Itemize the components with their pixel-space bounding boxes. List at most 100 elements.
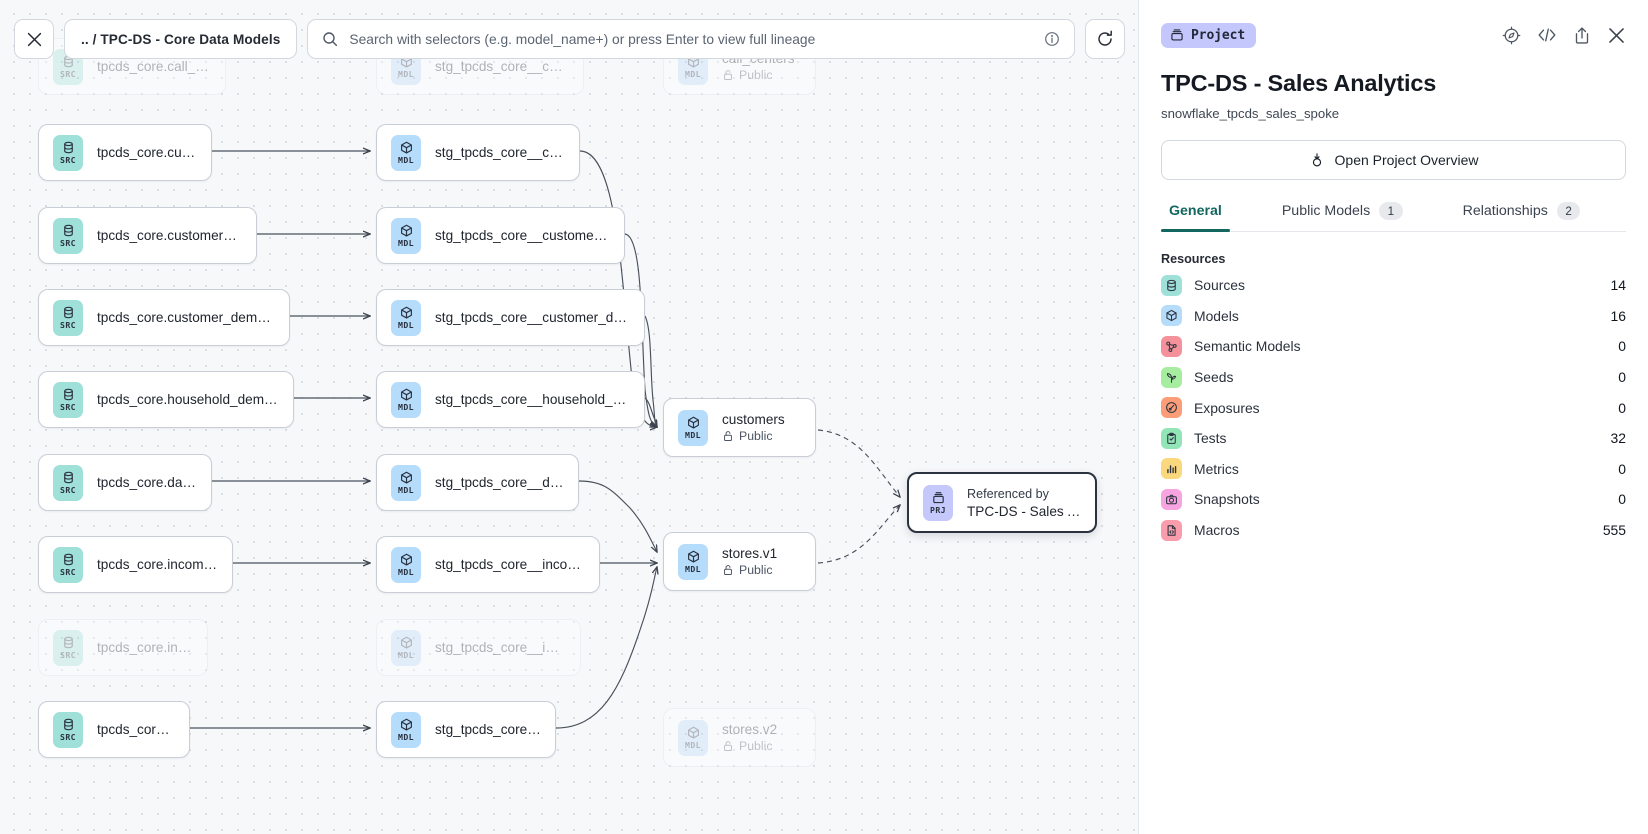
node-name: tpcds_core.inventory (97, 640, 193, 655)
node-labels: tpcds_core.household_demographics (97, 392, 279, 407)
info-circle-icon[interactable] (1044, 31, 1060, 47)
badge-type-label: SRC (60, 69, 76, 79)
tab-label: General (1169, 203, 1222, 219)
search-input[interactable]: Search with selectors (e.g. model_name+)… (307, 19, 1075, 59)
file-code-icon (1167, 524, 1176, 536)
tab-label: Public Models (1281, 203, 1371, 219)
badge-type-label: MDL (398, 732, 414, 742)
resource-count: 14 (1610, 277, 1626, 294)
close-icon[interactable] (1607, 26, 1626, 45)
lineage-canvas[interactable]: SRCtpcds_core.call_centerMDLstg_tpcds_co… (0, 0, 1139, 834)
badge-type-label: MDL (685, 69, 701, 79)
cube-icon-wrapper (1161, 305, 1182, 327)
node-labels: tpcds_core.store (97, 722, 175, 737)
breadcrumb-label: .. / TPC-DS - Core Data Models (81, 31, 281, 47)
project-overview-icon (1312, 153, 1321, 167)
close-icon (27, 32, 41, 46)
node-name: stg_tpcds_core__customer_address (435, 228, 610, 243)
badge-type-label: MDL (398, 567, 414, 577)
node-name: tpcds_core.customer (97, 145, 197, 160)
node-visibility: Public (722, 739, 777, 753)
compass-icon[interactable] (1502, 26, 1521, 45)
node-name: tpcds_core.income_band (97, 557, 218, 572)
tab-general[interactable]: General (1161, 202, 1230, 232)
code-icon[interactable] (1537, 26, 1557, 44)
lineage-node[interactable]: SRC tpcds_core.customer (38, 124, 212, 181)
lineage-node[interactable]: MDL stg_tpcds_core__income_band (376, 536, 600, 593)
badge-type-label: MDL (398, 155, 414, 165)
badge-type-label: MDL (398, 402, 414, 412)
node-name: stg_tpcds_core__customer (435, 145, 565, 160)
src-badge: SRC (53, 629, 83, 666)
lineage-node[interactable]: SRC tpcds_core.inventory (38, 619, 208, 676)
resource-type-chip: Project (1161, 22, 1257, 48)
graph-icon (1166, 341, 1177, 352)
node-name: customers (722, 412, 785, 427)
lineage-node[interactable]: MDL stg_tpcds_core__customer (376, 124, 580, 181)
lineage-node[interactable]: SRC tpcds_core.income_band (38, 536, 233, 593)
src-badge: SRC (53, 134, 83, 171)
lineage-node[interactable]: MDLstg_tpcds_core__household_demogr… (376, 371, 645, 428)
share-icon[interactable] (1573, 26, 1591, 45)
lineage-node[interactable]: SRC tpcds_core.household_demographics (38, 371, 294, 428)
mdl-badge: MDL (678, 543, 708, 580)
refresh-button[interactable] (1085, 19, 1125, 59)
mdl-icon (400, 306, 412, 319)
close-lineage-button[interactable] (14, 19, 54, 59)
lineage-nodes: SRCtpcds_core.call_centerMDLstg_tpcds_co… (38, 38, 1097, 767)
badge-type-label: SRC (60, 650, 76, 660)
badge-type-label: MDL (685, 430, 701, 440)
src-badge: SRC (53, 299, 83, 336)
src-icon (63, 141, 73, 154)
node-visibility-label: Public (739, 429, 773, 443)
src-badge: SRC (53, 546, 83, 583)
resource-label: Semantic Models (1194, 338, 1301, 355)
file-code-icon-wrapper (1161, 519, 1182, 541)
mdl-badge: MDL (391, 711, 421, 748)
project-identifier: snowflake_tpcds_sales_spoke (1161, 106, 1340, 121)
resource-count: 555 (1602, 522, 1626, 539)
node-labels: tpcds_core.customer_address (97, 228, 242, 243)
resource-row-semantic-models[interactable]: Semantic Models 0 (1161, 331, 1626, 362)
breadcrumb[interactable]: .. / TPC-DS - Core Data Models (64, 19, 298, 59)
database-icon (1167, 279, 1176, 291)
resource-count: 0 (1618, 399, 1626, 416)
node-name: stg_tpcds_core__income_band (435, 557, 585, 572)
canvas-toolbar: .. / TPC-DS - Core Data Models Search wi… (0, 0, 1139, 78)
resource-count: 0 (1618, 460, 1626, 477)
node-labels: stg_tpcds_core__income_band (435, 557, 585, 572)
node-visibility: Public (722, 563, 777, 577)
resource-label: Seeds (1194, 369, 1234, 386)
mdl-icon (400, 141, 412, 154)
resource-count: 0 (1618, 338, 1626, 355)
src-badge: SRC (53, 381, 83, 418)
lineage-node[interactable]: MDLstg_tpcds_core__customer_demogra… (376, 289, 645, 346)
node-name: tpcds_core.customer_address (97, 228, 242, 243)
page-title: TPC-DS - Sales Analytics (1161, 70, 1437, 96)
open-project-overview-button[interactable]: Open Project Overview (1161, 140, 1626, 180)
bar-chart-icon (1167, 465, 1177, 474)
